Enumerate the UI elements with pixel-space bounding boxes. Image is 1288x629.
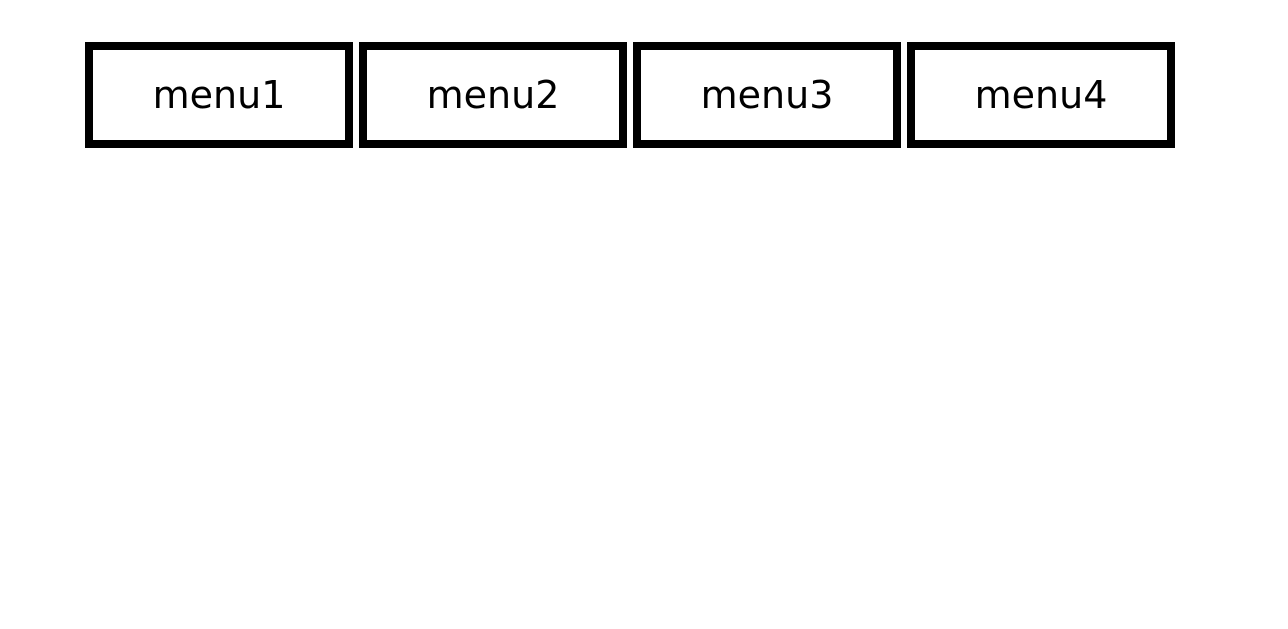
content-area [0,160,1288,629]
menu-bar: menu1 menu2 menu3 menu4 [85,42,1175,148]
menu-item-menu3[interactable]: menu3 [633,42,901,148]
menu-item-menu1[interactable]: menu1 [85,42,353,148]
menu-item-label: menu3 [700,73,834,117]
menu-item-menu2[interactable]: menu2 [359,42,627,148]
menu-item-menu4[interactable]: menu4 [907,42,1175,148]
menu-item-label: menu1 [152,73,286,117]
menu-item-label: menu4 [974,73,1108,117]
menu-item-label: menu2 [426,73,560,117]
